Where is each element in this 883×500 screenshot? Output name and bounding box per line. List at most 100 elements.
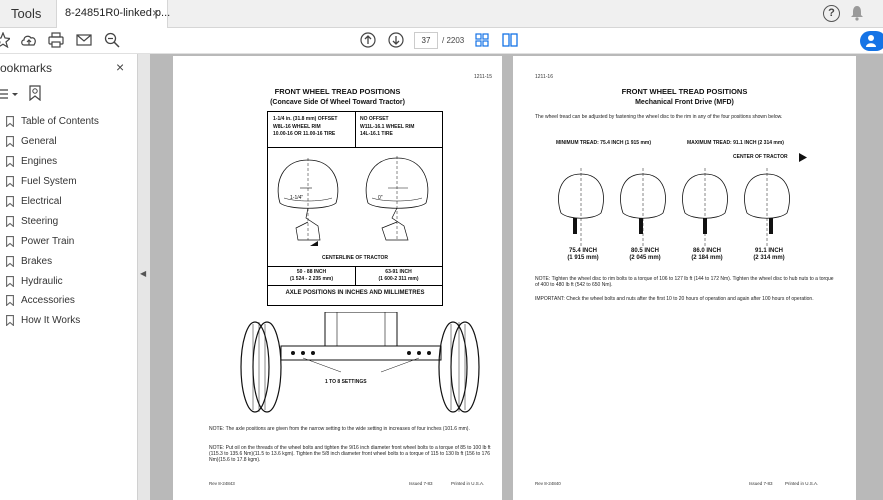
tread-value: 86.0 INCH (692, 248, 721, 254)
footer-rev: Rev 8-24840 (535, 481, 561, 486)
right-range: 63-91 INCH (385, 269, 412, 275)
left-range-mm: (1 524 - 2 235 mm) (289, 276, 334, 282)
bookmark-icon (6, 176, 14, 188)
bookmark-label: Brakes (21, 255, 53, 267)
bookmark-icon (6, 215, 14, 227)
footer-rev: Rev 8-24843 (209, 481, 235, 486)
footer-printed: Printed in U.S.A. (785, 481, 819, 486)
left-offset-label: 1-1/4" (290, 195, 304, 201)
panel-splitter[interactable]: ◀ (137, 54, 150, 500)
tab-title: 8-24851R0-linked p... (65, 7, 171, 19)
bookmark-item[interactable]: Steering (0, 211, 99, 231)
intro-text: The wheel tread can be adjusted by faste… (535, 114, 783, 120)
pdf-page-left: 1211-15 FRONT WHEEL TREAD POSITIONS (Con… (173, 56, 502, 500)
tread-value: 91.1 INCH (754, 248, 783, 254)
bookmark-item[interactable]: Fuel System (0, 172, 99, 192)
bookmark-item[interactable]: Table of Contents (0, 112, 99, 132)
tread-value-mm: (2 184 mm) (691, 255, 723, 261)
tools-menu[interactable]: Tools (11, 6, 42, 21)
bookmark-item[interactable]: Hydraulic (0, 271, 99, 291)
page-subtitle: Mechanical Front Drive (MFD) (635, 99, 734, 106)
document-viewer[interactable]: 1211-15 FRONT WHEEL TREAD POSITIONS (Con… (150, 54, 883, 500)
star-icon[interactable] (0, 32, 10, 48)
diagram-caption: AXLE POSITIONS IN INCHES AND MILLIMETRES (285, 290, 425, 296)
left-header-line: 10.00-16 OR 11.00-16 TIRE (273, 131, 336, 137)
mfd-wheels-drawing (558, 168, 790, 246)
arrow-right-icon (799, 153, 807, 162)
fit-page-icon[interactable] (474, 32, 490, 48)
pdf-page-right: 1211-16 FRONT WHEEL TREAD POSITIONS Mech… (513, 56, 856, 500)
bookmark-label: Table of Contents (21, 116, 99, 128)
important-note: IMPORTANT: Check the wheel bolts and nut… (535, 296, 814, 302)
document-tab[interactable]: 8-24851R0-linked p... × (56, 0, 171, 28)
bookmark-icon (6, 136, 14, 148)
bookmark-label: How It Works (21, 315, 81, 327)
bookmark-item[interactable]: Brakes (0, 251, 99, 271)
bookmark-icon (6, 116, 14, 128)
left-range: 50 - 88 INCH (296, 269, 327, 275)
bookmark-label: Fuel System (21, 176, 77, 188)
bookmark-item[interactable]: Electrical (0, 192, 99, 212)
center-of-tractor-label: CENTER OF TRACTOR (733, 154, 788, 160)
close-icon[interactable]: × (116, 59, 125, 75)
bookmark-icon (6, 196, 14, 207)
footer-printed: Printed in U.S.A. (451, 481, 485, 486)
bookmark-item[interactable]: General (0, 132, 99, 152)
previous-page-icon[interactable] (360, 32, 376, 48)
tread-value-mm: (2 314 mm) (753, 255, 785, 261)
account-button[interactable] (860, 31, 883, 51)
bookmarks-toolbar (0, 84, 137, 106)
left-header-line: 1-1/4 in. (31.8 mm) OFFSET (273, 116, 338, 122)
bookmark-icon (6, 275, 14, 287)
note-torque: NOTE: Tighten the wheel disc to rim bolt… (535, 276, 834, 288)
note-wheel-bolts: NOTE: Put oil on the threads of the whee… (209, 445, 491, 463)
tread-value-mm: (1 915 mm) (567, 255, 599, 261)
collapse-arrow-icon[interactable]: ◀ (140, 269, 147, 278)
page-number-input[interactable]: 37 (414, 32, 438, 49)
settings-label: 1 TO 8 SETTINGS (325, 379, 367, 385)
email-icon[interactable] (76, 32, 92, 48)
page-total: / 2203 (442, 36, 465, 45)
bookmark-label: Electrical (21, 196, 62, 207)
bookmark-icon (6, 295, 14, 307)
tread-value: 75.4 INCH (568, 248, 597, 254)
tab-close-icon[interactable]: × (151, 6, 159, 20)
bookmarks-panel: ookmarks × Table of Contents General Eng… (0, 54, 137, 500)
bookmark-label: Power Train (21, 235, 75, 247)
bookmark-label: Accessories (21, 295, 75, 307)
bell-icon[interactable] (850, 5, 864, 21)
next-page-icon[interactable] (388, 32, 404, 48)
two-page-view-icon[interactable] (502, 32, 518, 48)
wheel-section-drawing (277, 156, 429, 246)
page-number-label: 1211-15 (474, 74, 492, 80)
print-icon[interactable] (48, 32, 64, 48)
bookmark-search-icon[interactable] (28, 85, 42, 101)
front-axle-drawing (240, 312, 480, 413)
bookmark-item[interactable]: How It Works (0, 311, 99, 331)
centerline-label: CENTERLINE OF TRACTOR (322, 255, 389, 261)
right-header-line: W11L-16.1 WHEEL RIM (360, 123, 415, 130)
right-offset-label: 0" (378, 195, 383, 201)
tread-diagram: 1-1/4 in. (31.8 mm) OFFSET W8L-16 WHEEL … (267, 111, 443, 306)
bookmark-icon (6, 255, 14, 267)
bookmark-label: Hydraulic (21, 275, 63, 287)
min-tread-label: MINIMUM TREAD: 75.4 INCH (1 915 mm) (556, 140, 652, 146)
bookmark-icon (6, 156, 14, 168)
left-header-line: W8L-16 WHEEL RIM (273, 123, 321, 130)
zoom-search-icon[interactable] (104, 32, 120, 48)
page-number-label: 1211-16 (535, 74, 553, 80)
help-icon[interactable]: ? (823, 5, 840, 22)
bookmark-icon (6, 235, 14, 247)
bookmark-item[interactable]: Accessories (0, 291, 99, 311)
tread-value: 80.5 INCH (630, 248, 659, 254)
cloud-upload-icon[interactable] (20, 32, 38, 48)
footer-issued: Issued 7-83 (749, 481, 773, 486)
max-tread-label: MAXIMUM TREAD: 91.1 INCH (2 314 mm) (687, 140, 784, 146)
right-header-line: 14L-16.1 TIRE (360, 131, 393, 137)
bookmark-item[interactable]: Engines (0, 152, 99, 172)
bookmark-item[interactable]: Power Train (0, 231, 99, 251)
bookmarks-list: Table of Contents General Engines Fuel S… (0, 112, 99, 331)
page-title: FRONT WHEEL TREAD POSITIONS (274, 87, 401, 96)
page-title: FRONT WHEEL TREAD POSITIONS (621, 87, 748, 96)
options-menu-icon[interactable] (0, 87, 20, 101)
